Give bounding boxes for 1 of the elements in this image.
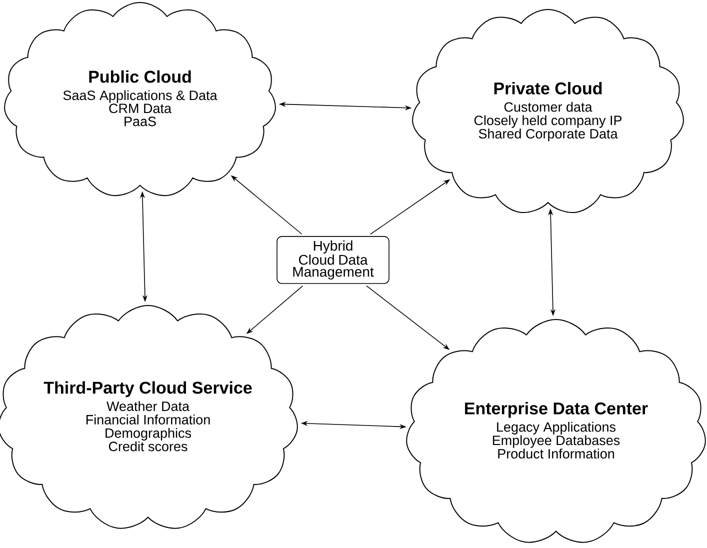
process-box: Hybrid Cloud Data Management — [276, 236, 390, 284]
